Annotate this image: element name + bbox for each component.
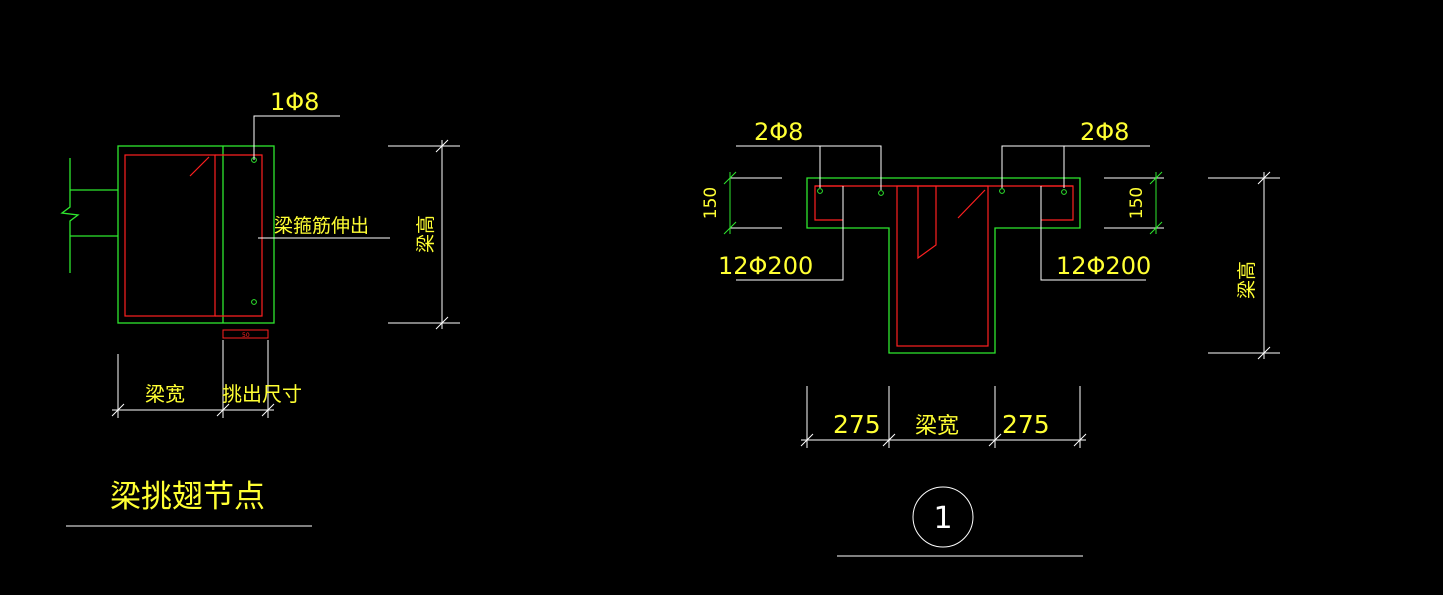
- slab-thick-right: 150: [1127, 187, 1147, 219]
- extension-label: 挑出尺寸: [222, 382, 302, 406]
- left-detail: 1Φ8 梁箍筋伸出 50 梁高 梁宽 挑出尺寸 梁挑翅节点: [60, 88, 460, 527]
- stirrup-hook-diag: [957, 189, 986, 219]
- stirrup-note: 梁箍筋伸出: [274, 215, 369, 237]
- rebar-right-label: 2Φ8: [1080, 118, 1129, 146]
- bot-tick-1: [800, 433, 814, 447]
- slab-tick-br: [1149, 221, 1163, 235]
- slab-rebar-right: [1041, 185, 1074, 221]
- bot-tick-3: [988, 433, 1002, 447]
- rebar-bottom: [251, 299, 257, 305]
- left-height-label: 梁高: [415, 215, 437, 253]
- right-height-label: 梁高: [1236, 261, 1258, 299]
- t-beam-outline: [806, 177, 1081, 354]
- slab-thick-left: 150: [701, 187, 721, 219]
- width-tick-1: [111, 403, 125, 417]
- rebar-label: 1Φ8: [270, 88, 319, 116]
- dim-center: 梁宽: [915, 414, 959, 439]
- stirrup-hooks: [917, 186, 937, 260]
- right-detail: 2Φ8 2Φ8 12Φ200 12Φ200 150 150 梁高: [701, 118, 1280, 557]
- left-title: 梁挑翅节点: [110, 479, 265, 515]
- dist-left-label: 12Φ200: [718, 252, 813, 280]
- web-stirrup: [896, 185, 989, 347]
- dim-right: 275: [1002, 410, 1050, 439]
- extended-stirrup: [215, 154, 263, 317]
- left-width-label: 梁宽: [145, 382, 185, 406]
- dim-left: 275: [833, 410, 881, 439]
- slab-tick-bl: [723, 221, 737, 235]
- bar-3: [999, 188, 1005, 194]
- detail-number-circle: [912, 486, 974, 548]
- bar-1: [817, 188, 823, 194]
- leader-dist-left: [736, 220, 844, 281]
- main-stirrup: [124, 154, 216, 317]
- bot-tick-2: [882, 433, 896, 447]
- leader-left-bars: [736, 145, 882, 190]
- bar-2: [878, 190, 884, 196]
- slab-rebar-left: [814, 185, 843, 221]
- small-dim-box: [222, 329, 269, 339]
- bar-4: [1061, 189, 1067, 195]
- stirrup-hook: [189, 156, 210, 177]
- detail-number: 1: [933, 501, 952, 536]
- beam-outline: [117, 145, 275, 324]
- leader-right-bars: [1001, 145, 1150, 188]
- dist-right-label: 12Φ200: [1056, 252, 1151, 280]
- bot-tick-4: [1073, 433, 1087, 447]
- wall-break-line: [60, 158, 80, 273]
- width-tick-2: [216, 403, 230, 417]
- rebar-left-label: 2Φ8: [754, 118, 803, 146]
- slab-tick-tl: [723, 171, 737, 185]
- small-dim-text: 50: [242, 332, 250, 339]
- width-tick-3: [261, 403, 275, 417]
- right-height-tick-bottom: [1257, 346, 1271, 360]
- height-tick-top: [435, 139, 449, 153]
- height-tick-bottom: [435, 316, 449, 330]
- leader-dist-right: [1040, 220, 1146, 281]
- slab-tick-tr: [1149, 171, 1163, 185]
- right-height-tick-top: [1257, 171, 1271, 185]
- rebar-leader: [253, 115, 340, 160]
